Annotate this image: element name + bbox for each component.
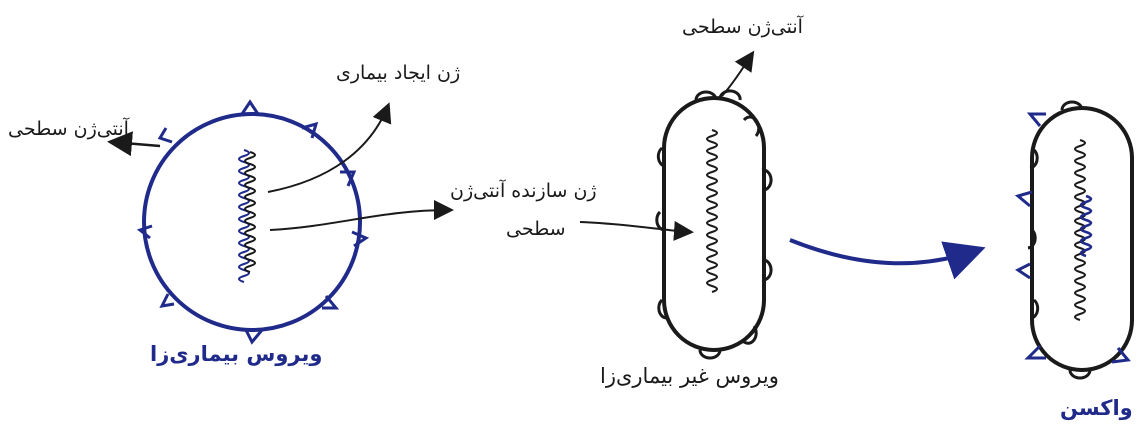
arrow-into-nonpathogenic (580, 222, 690, 232)
arrow-to-vaccine (790, 240, 978, 263)
label-vaccine: واکسن (1060, 398, 1133, 419)
label-nonpathogenic-virus: ویروس غیر بیماری‌زا (600, 366, 779, 387)
arrow-to-surface-antigen-middle (722, 54, 752, 96)
label-disease-gene: ژن ایجاد بیماری (336, 64, 460, 83)
label-pathogenic-virus: ویروس بیماری‌زا (150, 344, 322, 365)
arrow-to-surface-antigen-left (112, 142, 160, 146)
nonpathogenic-genome (707, 130, 717, 292)
pathogenic-black-genome (245, 152, 255, 272)
label-antigen-gene-line2: سطحی (506, 220, 566, 239)
label-pathogenic-surface-antigen: آنتی‌ژن سطحی (8, 120, 129, 139)
pathogenic-blue-genome (239, 150, 249, 282)
vaccine-virus (1018, 102, 1132, 378)
label-nonpathogenic-surface-antigen: آنتی‌ژن سطحی (682, 18, 803, 37)
nonpathogenic-virus (657, 91, 771, 358)
label-antigen-gene-line1: ژن سازنده آنتی‌ژن (450, 182, 597, 201)
